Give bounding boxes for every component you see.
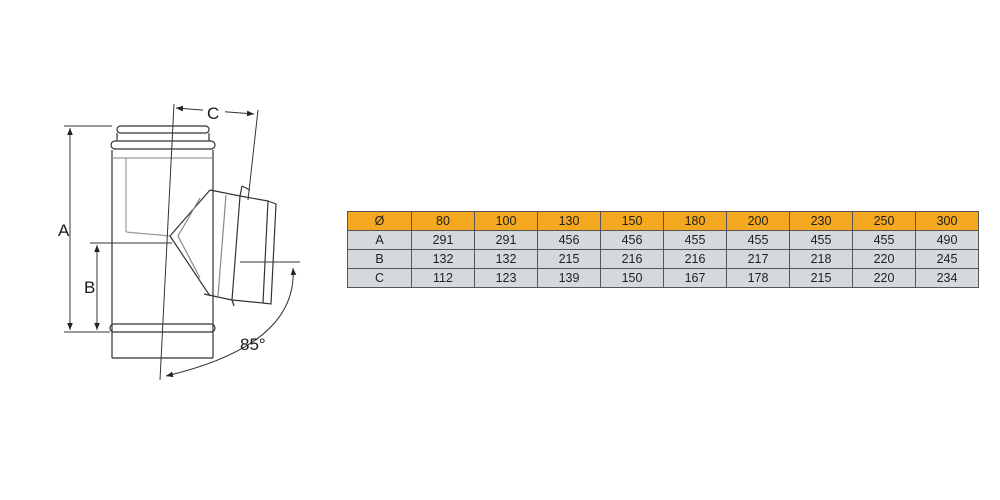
- table-cell: 180: [663, 211, 727, 231]
- table-cell: 130: [537, 211, 601, 231]
- table-cell: 100: [474, 211, 538, 231]
- table-row: B 132 132 215 216 216 217 218 220 245: [347, 249, 979, 269]
- table-cell: 234: [915, 268, 979, 288]
- dimension-b: [90, 242, 172, 330]
- table-cell: 245: [915, 249, 979, 269]
- table-cell: 250: [852, 211, 916, 231]
- table-cell: 220: [852, 249, 916, 269]
- table-cell: C: [347, 268, 412, 288]
- table-cell: 139: [537, 268, 601, 288]
- table-cell: 200: [726, 211, 790, 231]
- table-cell: 217: [726, 249, 790, 269]
- table-cell: 456: [537, 230, 601, 250]
- table-cell: B: [347, 249, 412, 269]
- pipe-body: [109, 125, 277, 359]
- table-header-row: Ø 80 100 130 150 180 200 230 250 300: [347, 211, 979, 231]
- table-cell: 456: [600, 230, 664, 250]
- table-cell: 80: [411, 211, 475, 231]
- table-cell: 150: [600, 268, 664, 288]
- table-cell: 132: [411, 249, 475, 269]
- table-cell: 455: [852, 230, 916, 250]
- tee-pipe-drawing: A B C 85°: [58, 103, 300, 381]
- table-cell: Ø: [347, 211, 412, 231]
- label-b: B: [84, 278, 95, 297]
- table-row: C 112 123 139 150 167 178 215 220 234: [347, 268, 979, 288]
- table-cell: 178: [726, 268, 790, 288]
- table-cell: 300: [915, 211, 979, 231]
- table-cell: 112: [411, 268, 475, 288]
- table-cell: A: [347, 230, 412, 250]
- table-cell: 215: [537, 249, 601, 269]
- table-cell: 218: [789, 249, 853, 269]
- label-c-bg: [203, 103, 225, 123]
- table-cell: 215: [789, 268, 853, 288]
- table-cell: 216: [600, 249, 664, 269]
- dimension-a: [64, 125, 112, 333]
- table-cell: 455: [789, 230, 853, 250]
- table-row: A 291 291 456 456 455 455 455 455 490: [347, 230, 979, 250]
- table-cell: 150: [600, 211, 664, 231]
- table-cell: 123: [474, 268, 538, 288]
- table-cell: 132: [474, 249, 538, 269]
- table-cell: 291: [474, 230, 538, 250]
- table-cell: 291: [411, 230, 475, 250]
- dimensions-table: Ø 80 100 130 150 180 200 230 250 300 A 2…: [347, 211, 979, 288]
- label-angle: 85°: [240, 335, 266, 354]
- table-cell: 216: [663, 249, 727, 269]
- table-cell: 167: [663, 268, 727, 288]
- table-cell: 455: [726, 230, 790, 250]
- label-a: A: [58, 221, 70, 240]
- table-cell: 230: [789, 211, 853, 231]
- table-cell: 455: [663, 230, 727, 250]
- table-cell: 490: [915, 230, 979, 250]
- label-c: C: [207, 104, 219, 123]
- table-cell: 220: [852, 268, 916, 288]
- angle-arc: [165, 261, 300, 378]
